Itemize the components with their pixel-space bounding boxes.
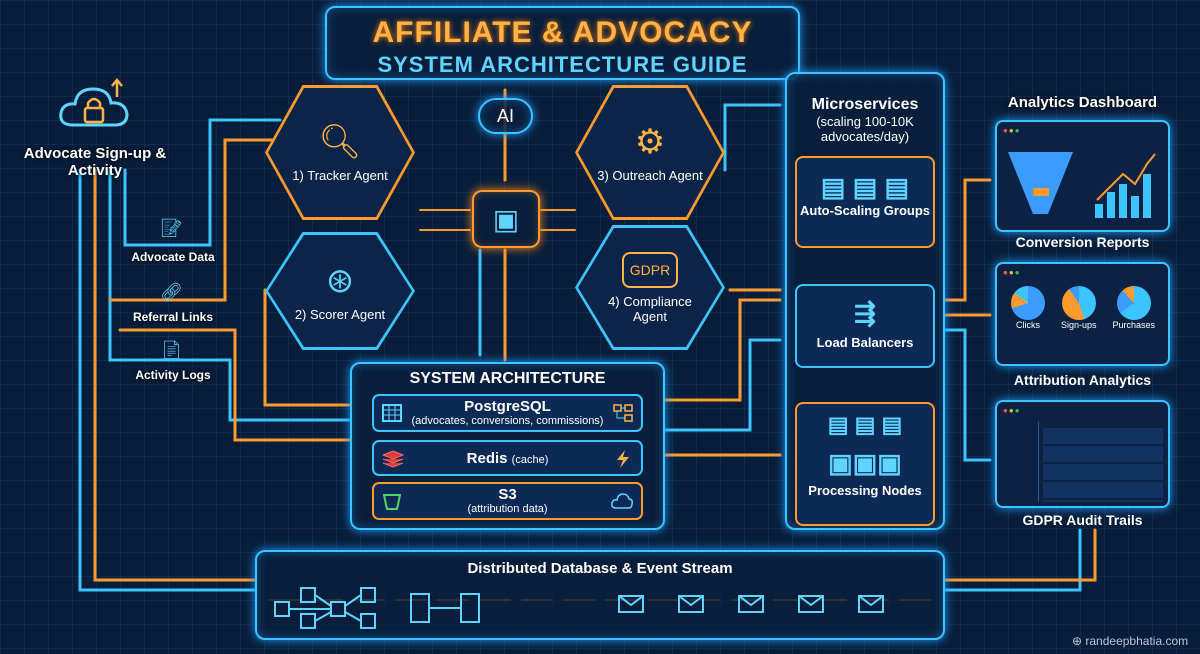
server-icon: ▤ ▤ ▤	[827, 412, 903, 437]
table-icon	[382, 404, 402, 422]
donut-clicks: Clicks	[1010, 286, 1045, 330]
schema-icon	[613, 404, 633, 422]
audit-log-table	[1043, 428, 1163, 502]
store-redis: Redis (cache)	[372, 440, 643, 476]
bucket-icon	[382, 494, 402, 510]
audit-sidebar	[1003, 422, 1039, 502]
attribution-analytics-label: Attribution Analytics	[1013, 372, 1152, 388]
event-stream-title: Distributed Database & Event Stream	[467, 560, 733, 577]
conversion-reports-label: Conversion Reports	[1015, 234, 1150, 250]
magnifier-chart-icon: 🔍︎	[318, 123, 362, 161]
tracker-agent-label: 1) Tracker Agent	[292, 168, 388, 183]
distributed-nodes-icon	[274, 587, 480, 629]
title-banner: AFFILIATE & ADVOCACY SYSTEM ARCHITECTURE…	[325, 6, 800, 80]
input-referral-links: Referral Links	[132, 310, 214, 324]
cloud-document-icon	[611, 493, 633, 509]
input-advocate-data: Advocate Data	[131, 250, 215, 264]
envelope-icon	[618, 595, 884, 613]
gdpr-audit-panel: ●●●	[995, 400, 1170, 508]
attribution-analytics-panel: ●●● Clicks Sign-ups Purchases	[995, 262, 1170, 366]
store-s3: S3(attribution data)	[372, 482, 643, 520]
microservices-box: Microservices (scaling 100-10K advocates…	[785, 72, 945, 530]
compliance-agent-label: 4) Compliance Agent	[608, 293, 692, 324]
tracker-agent: 🔍︎ 1) Tracker Agent	[265, 85, 415, 220]
microservices-subtitle: (scaling 100-10K advocates/day)	[816, 114, 914, 144]
microservices-title: Microservices	[811, 96, 919, 113]
window-dots: ●●●	[1003, 126, 1021, 135]
link-icon: 🔗︎	[160, 282, 183, 302]
watermark: ⊕ randeepbhatia.com	[1072, 634, 1189, 648]
system-architecture-box: SYSTEM ARCHITECTURE PostgreSQL(advocates…	[350, 362, 665, 530]
input-activity-logs: Activity Logs	[135, 368, 211, 382]
window-dots: ●●●	[1003, 268, 1021, 277]
processing-nodes: ▤ ▤ ▤ ▣▣▣ Processing Nodes	[795, 402, 935, 526]
conversion-reports-panel: ●●●	[995, 120, 1170, 232]
event-stream-box: Distributed Database & Event Stream	[255, 550, 945, 640]
neural-network-icon: ⊛	[325, 261, 355, 300]
container-icon: ▣▣▣	[828, 448, 902, 478]
processing-nodes-label: Processing Nodes	[808, 483, 922, 498]
analytics-title: Analytics Dashboard	[1007, 94, 1158, 111]
window-dots: ●●●	[1003, 406, 1021, 415]
load-balancers: ⇶ Load Balancers	[795, 284, 935, 368]
load-balancers-label: Load Balancers	[816, 335, 914, 350]
load-balancer-icon: ⇶	[854, 298, 876, 328]
donut-purchases: Purchases	[1112, 286, 1155, 330]
document-icon: 📄︎	[160, 340, 183, 360]
watermark-text: randeepbhatia.com	[1085, 634, 1189, 648]
document-edit-icon: 📝︎	[160, 218, 183, 238]
system-title: SYSTEM ARCHITECTURE	[409, 370, 606, 387]
auto-scaling-groups: ▤ ▤ ▤Auto-Scaling Groups	[795, 156, 935, 248]
store-name: S3	[498, 486, 517, 503]
outreach-agent: ⚙ 3) Outreach Agent	[575, 85, 725, 220]
source-label: Advocate Sign-up & Activity	[23, 145, 167, 179]
server-icon: ▤ ▤ ▤	[820, 172, 910, 202]
donut-label: Purchases	[1112, 320, 1155, 330]
cpu-chip-icon: ▣	[472, 190, 540, 248]
store-name: Redis	[466, 450, 508, 467]
ai-label: AI	[496, 106, 514, 126]
scorer-agent-label: 2) Scorer Agent	[294, 306, 386, 322]
title-line-1: AFFILIATE & ADVOCACY	[372, 16, 753, 49]
auto-scaling-label: Auto-Scaling Groups	[800, 203, 930, 218]
title-line-2: SYSTEM ARCHITECTURE GUIDE	[377, 52, 748, 77]
gears-chat-icon: ⚙	[634, 123, 666, 161]
cloud-lock-icon	[59, 78, 129, 127]
lightning-icon	[617, 450, 629, 468]
outreach-agent-label: 3) Outreach Agent	[597, 168, 703, 183]
donut-signups: Sign-ups	[1060, 286, 1097, 330]
store-detail: (advocates, conversions, commissions)	[411, 415, 604, 427]
donut-label: Sign-ups	[1060, 320, 1097, 330]
redis-stack-icon	[382, 450, 404, 468]
shield-lock-icon: GDPR	[621, 251, 679, 288]
gdpr-audit-label: GDPR Audit Trails	[1022, 512, 1143, 528]
store-name: PostgreSQL	[464, 398, 551, 415]
funnel-and-revenue-chart	[1008, 152, 1156, 218]
donut-label: Clicks	[1015, 320, 1040, 330]
ai-cloud: AI	[478, 98, 533, 134]
store-postgresql: PostgreSQL(advocates, conversions, commi…	[372, 394, 643, 432]
store-detail: (cache)	[511, 454, 549, 466]
store-detail: (attribution data)	[467, 503, 548, 515]
